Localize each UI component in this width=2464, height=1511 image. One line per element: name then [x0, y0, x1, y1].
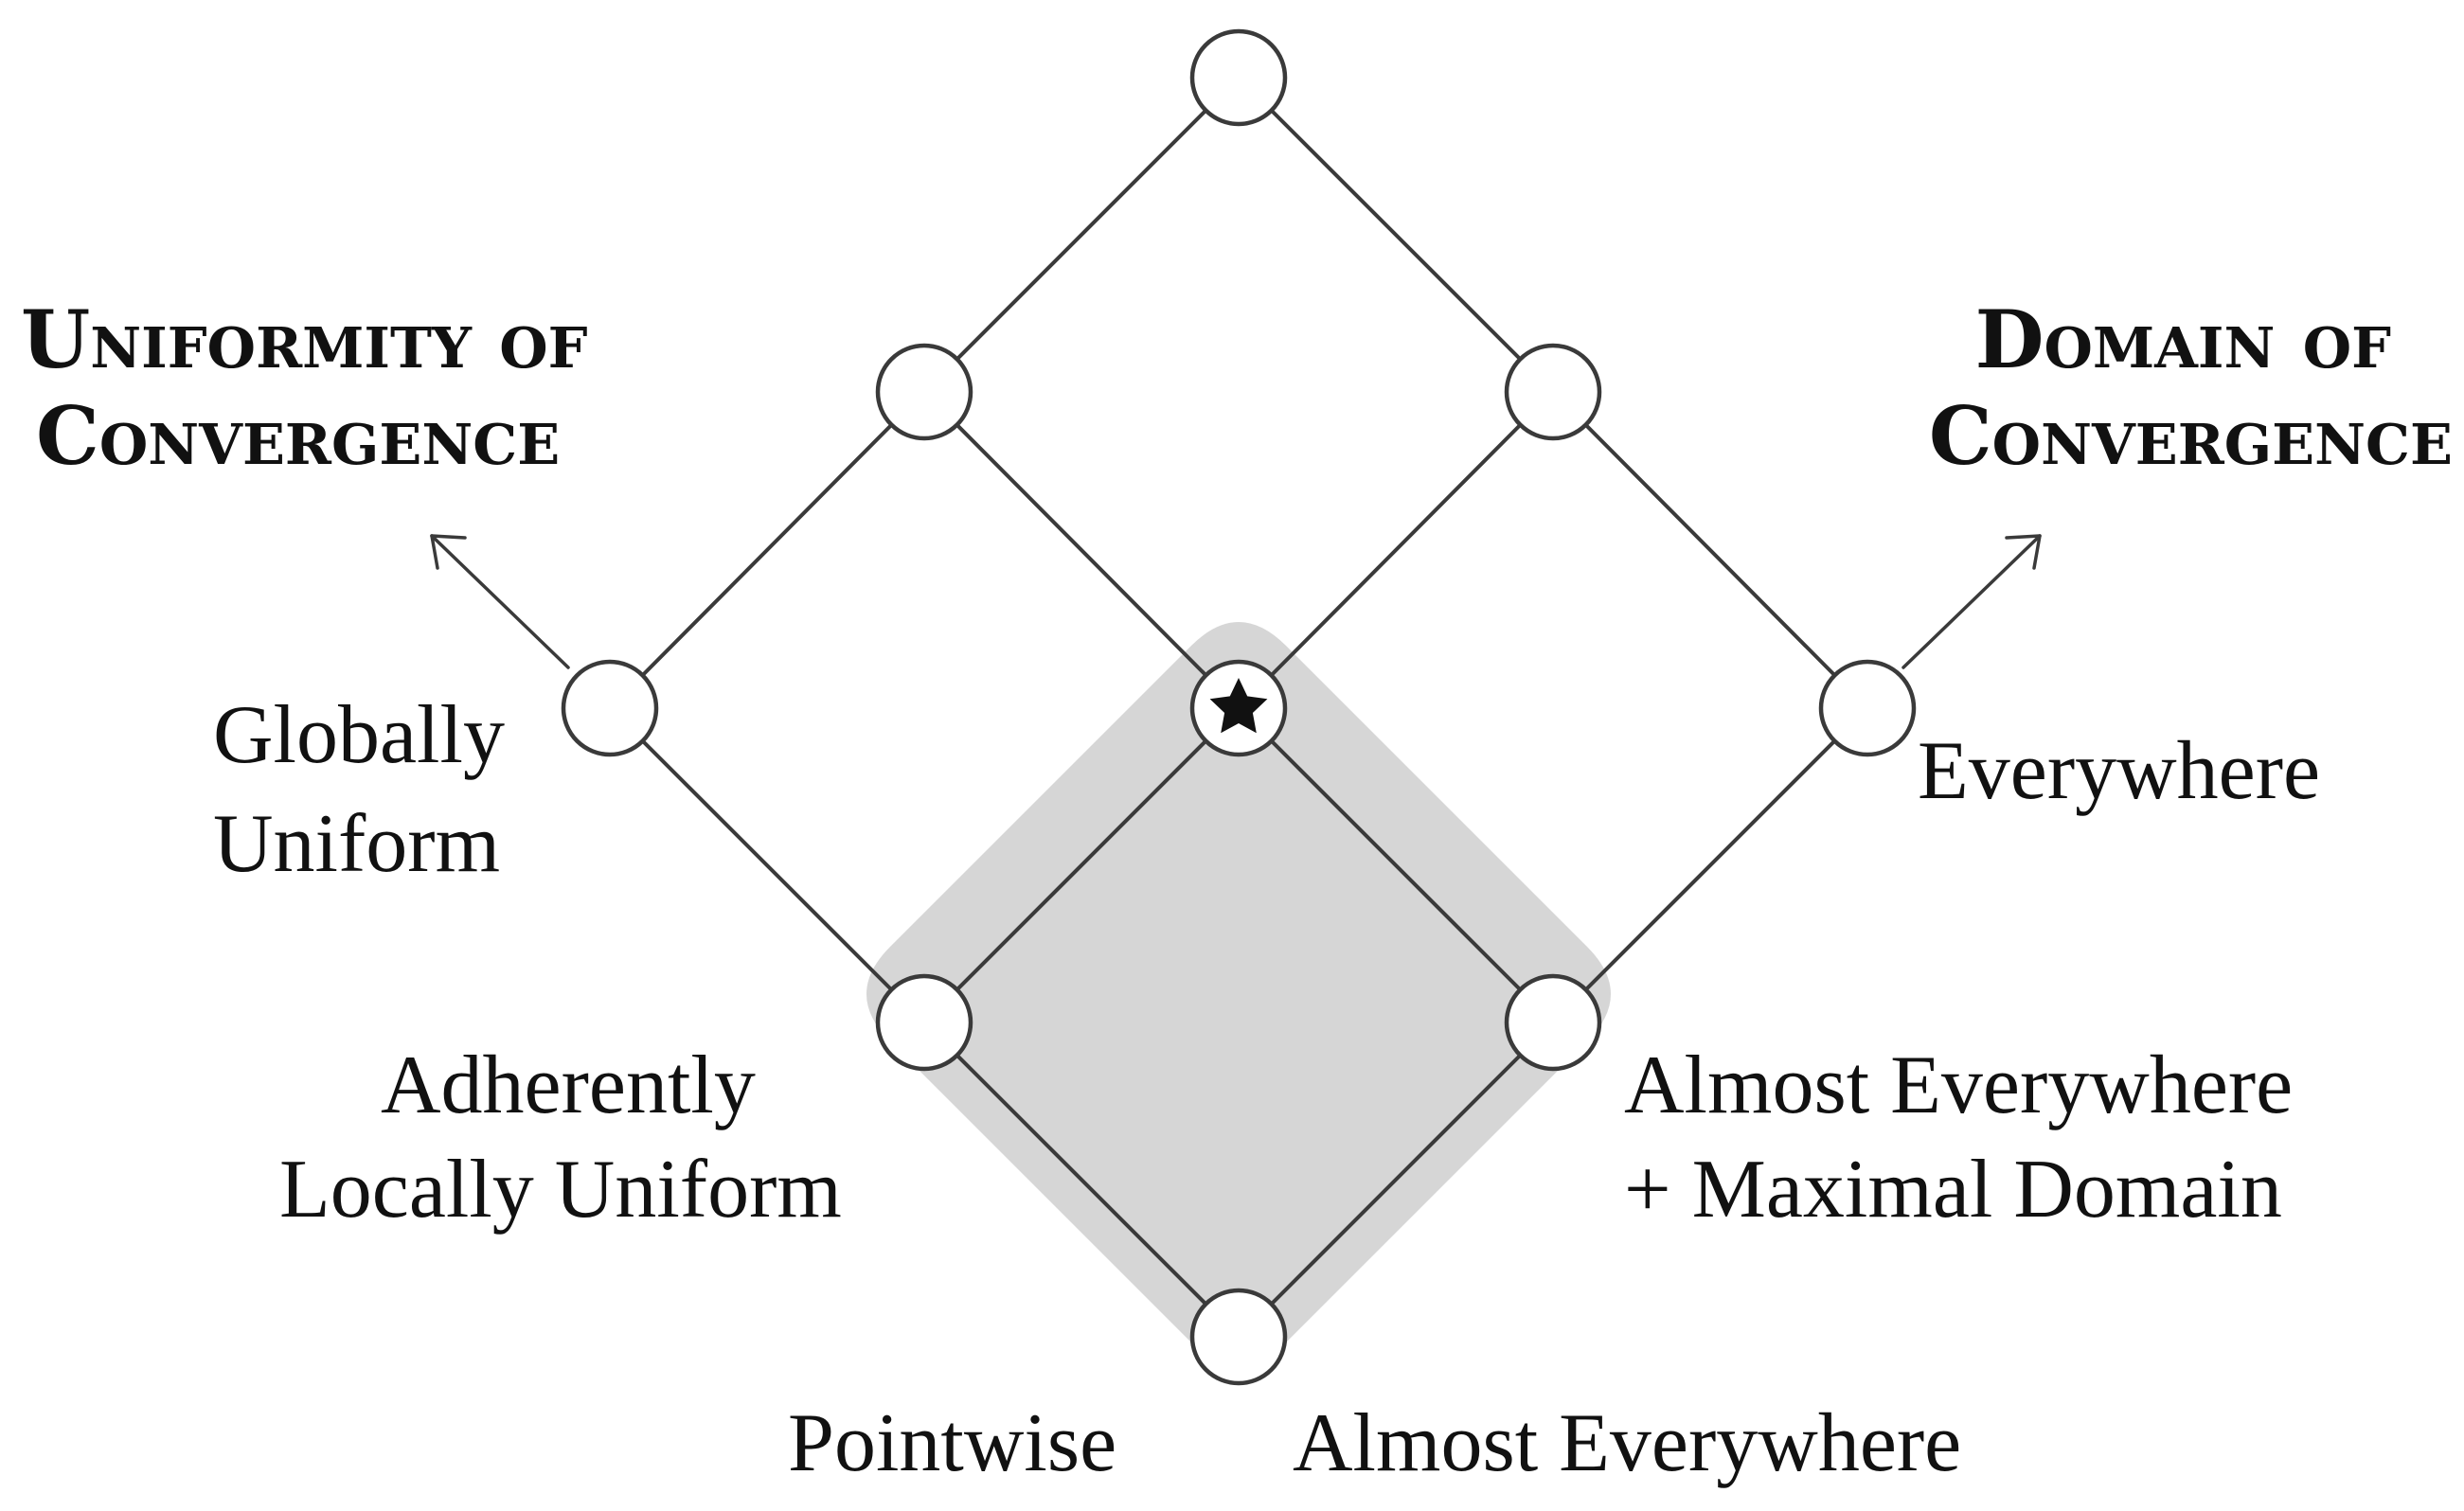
node-adherently-locally-uniform [875, 973, 973, 1072]
edge-upper-right-center [1237, 390, 1555, 710]
label-almost-everywhere-max-line1: Almost Everywhere [1624, 1040, 2293, 1131]
label-pointwise: Pointwise [788, 1397, 1116, 1489]
domain-axis-arrow [1902, 534, 2042, 669]
label-globally-uniform-line1: Globally [213, 689, 505, 781]
node-top [1189, 28, 1288, 127]
edge-upper-right-right [1551, 390, 1869, 710]
edge-lower-left-bottom [922, 1021, 1241, 1339]
label-adherently-line2: Locally Uniform [279, 1144, 842, 1235]
lattice-edges [608, 76, 1869, 1339]
domain-heading-line1: Domain of [1975, 293, 2391, 386]
node-globally-uniform [561, 659, 659, 757]
node-pointwise-almost-everywhere [1189, 1288, 1288, 1386]
label-almost-everywhere: Almost Everywhere [1293, 1397, 1961, 1489]
uniformity-axis-arrow [430, 534, 570, 669]
label-almost-everywhere-max-line2: + Maximal Domain [1624, 1144, 2282, 1235]
uniformity-heading-line1: Uniformity of [21, 293, 588, 386]
lattice-nodes [561, 28, 1917, 1386]
edge-center-lower-left [922, 706, 1241, 1024]
node-upper-left [875, 343, 973, 441]
node-almost-everywhere-maximal-domain [1504, 973, 1602, 1072]
label-globally-uniform-line2: Uniform [213, 798, 500, 890]
node-everywhere [1818, 659, 1917, 757]
edge-center-lower-right [1237, 706, 1555, 1024]
star-icon [1209, 678, 1268, 734]
label-everywhere: Everywhere [1918, 725, 2320, 817]
edge-top-upper-right [1237, 76, 1555, 394]
label-adherently-line1: Adherently [381, 1040, 756, 1131]
edge-upper-left-left [608, 390, 926, 710]
edge-upper-left-center [922, 390, 1241, 710]
highlight-region [866, 622, 1611, 1366]
edge-top-upper-left [922, 76, 1241, 394]
edge-lower-right-bottom [1237, 1021, 1555, 1339]
edge-left-lower-left [608, 706, 926, 1024]
edge-right-lower-right [1551, 706, 1869, 1024]
uniformity-heading-line2: Convergence [36, 389, 560, 483]
node-upper-right [1504, 343, 1602, 441]
domain-heading-line2: Convergence [1929, 389, 2453, 483]
